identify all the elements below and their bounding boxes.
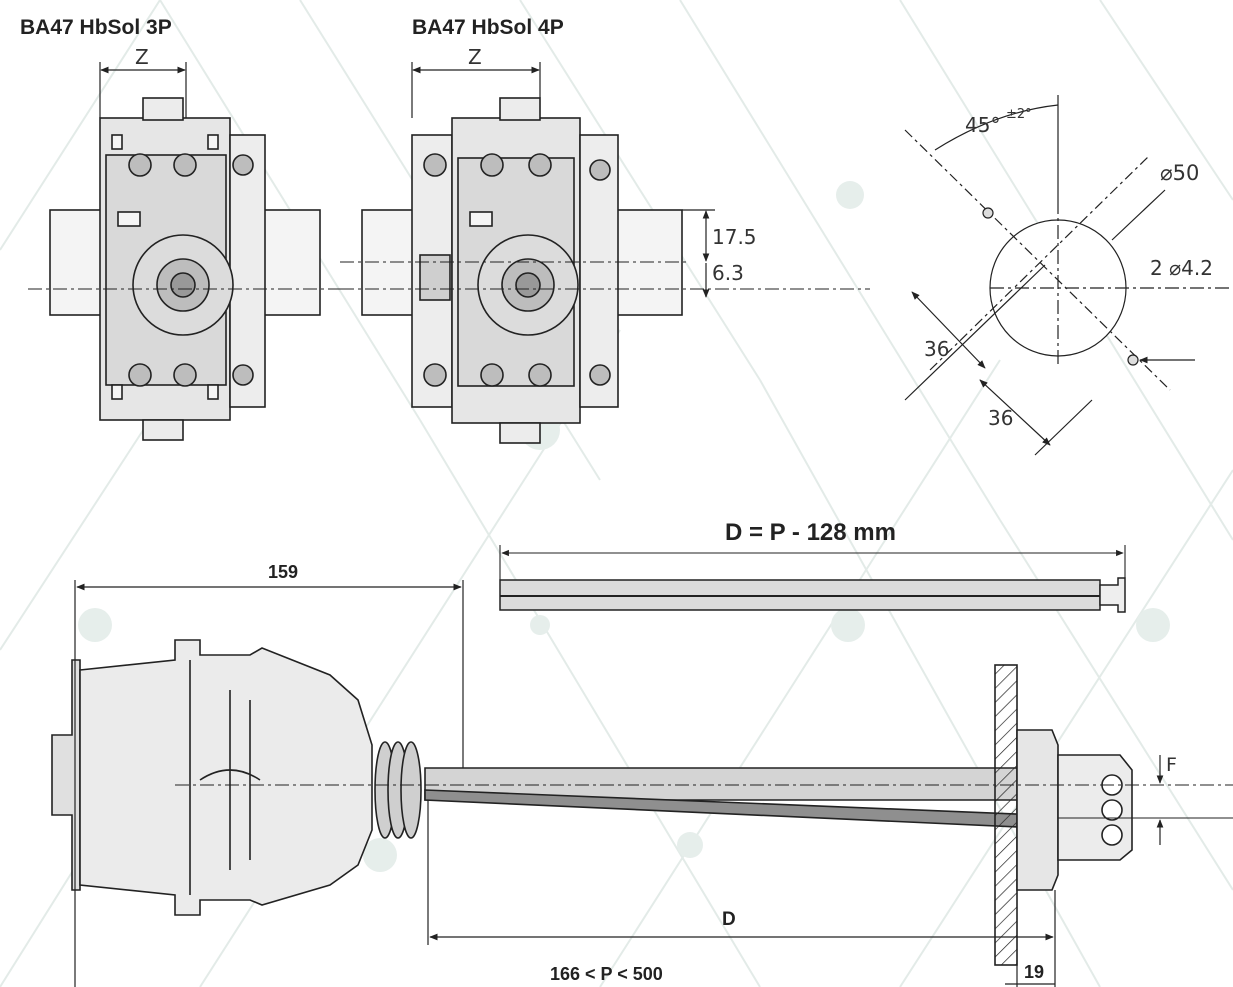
switch-side-view	[51, 639, 1133, 966]
dim-p-range: 166 < P < 500	[550, 964, 663, 984]
dim-17-5: 17.5	[712, 225, 757, 249]
switch-4p-front-view	[361, 97, 683, 444]
drill-dim-36-a: 36	[924, 337, 949, 361]
shaft-top-view	[499, 545, 1126, 613]
dim-19: 19	[1024, 962, 1044, 982]
dim-z-4p: Z	[468, 45, 482, 69]
shaft-formula: D = P - 128 mm	[725, 519, 896, 546]
drill-angle-tol: ±2°	[1006, 107, 1032, 122]
drilling-template	[904, 95, 1230, 456]
dim-159: 159	[268, 562, 298, 582]
model-4p-title: BA47 HbSol 4P	[412, 16, 564, 39]
drill-dim-36-b: 36	[988, 406, 1013, 430]
dim-6-3: 6.3	[712, 261, 744, 285]
drill-angle: 45°	[965, 113, 1000, 137]
dim-f: F	[1166, 754, 1177, 776]
dim-z-3p: Z	[135, 45, 149, 69]
model-3p-title: BA47 HbSol 3P	[20, 16, 172, 39]
dim-d: D	[722, 909, 736, 930]
switch-3p-front-view	[49, 97, 321, 441]
drill-diameter-50: ⌀50	[1160, 161, 1199, 185]
drill-holes: 2 ⌀4.2	[1150, 256, 1213, 280]
